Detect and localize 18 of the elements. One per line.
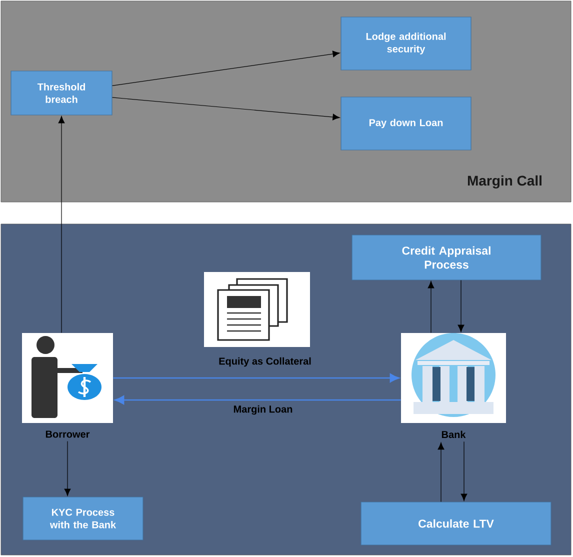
process-box: KYC Process with the Bank xyxy=(22,496,144,540)
edge-label: Margin Loan xyxy=(232,404,294,416)
arrow xyxy=(460,441,468,501)
process-box: Calculate LTV xyxy=(360,502,552,546)
arrow xyxy=(112,50,340,86)
process-box: Threshold breach xyxy=(10,70,112,116)
arrow xyxy=(458,280,464,332)
arrow xyxy=(428,281,434,334)
arrow xyxy=(58,116,65,334)
arrow xyxy=(112,97,340,120)
arrow xyxy=(113,374,400,382)
arrow xyxy=(114,396,401,404)
arrow xyxy=(64,440,71,496)
arrow xyxy=(438,442,444,502)
process-box: Pay down Loan xyxy=(340,96,472,150)
process-box: Credit Appraisal Process xyxy=(352,234,542,280)
edge-label: Equity as Collateral xyxy=(218,356,312,368)
process-box: Lodge additional security xyxy=(340,16,472,70)
